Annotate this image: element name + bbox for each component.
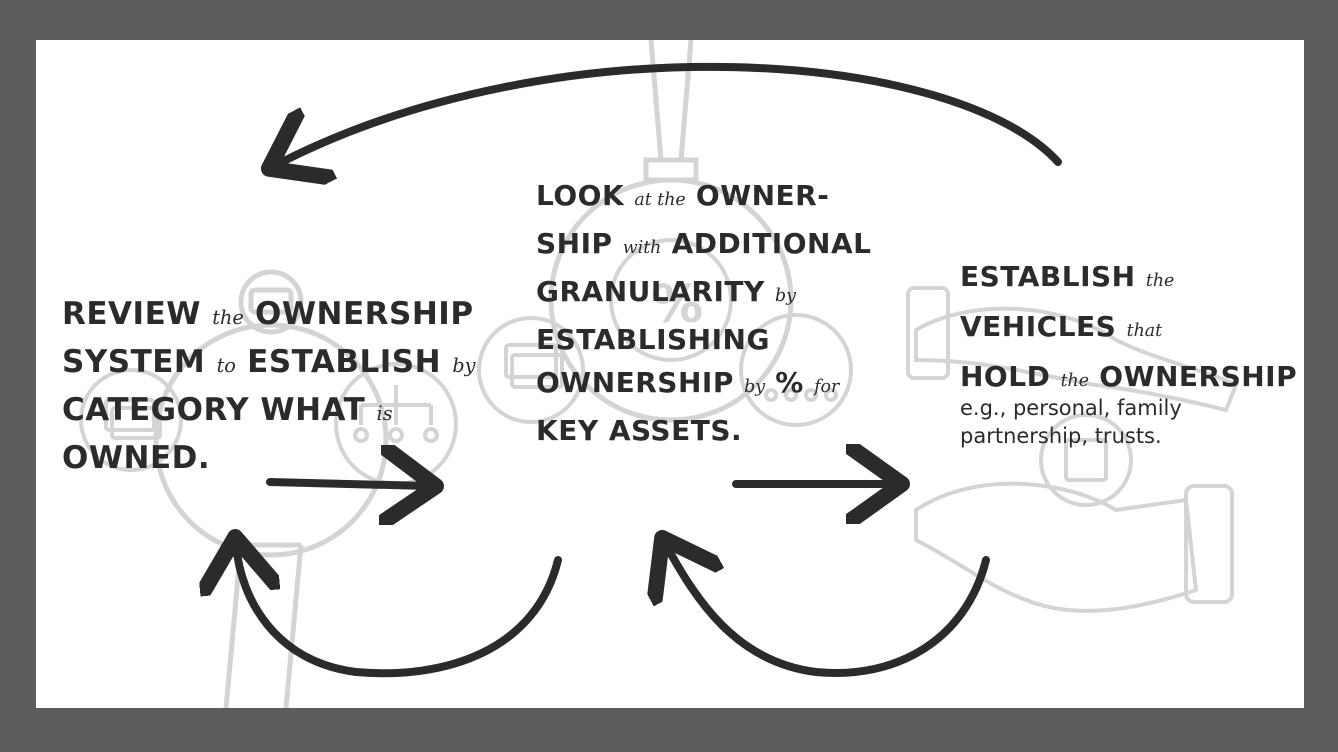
step-text-line: REVIEW the OWNERSHIP xyxy=(62,292,476,340)
step-word: SYSTEM xyxy=(62,344,217,380)
step-text-line: SYSTEM to ESTABLISH by xyxy=(62,340,476,388)
step-text-line: ESTABLISH the xyxy=(960,254,1297,304)
connector-word: to xyxy=(216,354,236,377)
step-word: OWNED. xyxy=(62,440,211,476)
connector-word: is xyxy=(376,402,393,425)
step-word: OWNER- xyxy=(685,179,830,212)
loop-arrow-step2 xyxy=(666,545,990,677)
sleeve-cuff-icon xyxy=(906,286,1234,604)
step-text-line: HOLD the OWNERSHIP xyxy=(960,354,1297,404)
dollar-bills-icon xyxy=(79,316,585,472)
note-line: partnership, trusts. xyxy=(960,424,1162,448)
connector-word: for xyxy=(814,377,840,397)
step-text-line: OWNED. xyxy=(62,436,476,480)
top-return-arrow xyxy=(276,62,1062,165)
step-text-line: LOOK at the OWNER- xyxy=(536,174,871,222)
people-group-icon: % xyxy=(609,238,733,362)
connector-word: by xyxy=(452,354,476,377)
connector-word: the xyxy=(212,306,244,329)
step-text-line: GRANULARITY by xyxy=(536,270,871,318)
step-word: % xyxy=(765,366,815,399)
connector-arrows xyxy=(36,62,1062,678)
vehicles-examples-note: e.g., personal, family partnership, trus… xyxy=(960,394,1182,450)
connector-word: the xyxy=(1060,371,1090,391)
connector-word: with xyxy=(622,238,662,258)
step-text-line: VEHICLES that xyxy=(960,304,1297,354)
connector-word: that xyxy=(1126,321,1163,341)
step-word: KEY ASSETS. xyxy=(536,414,743,447)
giving-hand-icon xyxy=(914,306,1239,613)
step-word: OWNERSHIP xyxy=(1089,360,1298,393)
step-text-line: OWNERSHIP by % for xyxy=(536,361,871,409)
svg-text:%: % xyxy=(651,275,703,335)
step-word: VEHICLES xyxy=(960,310,1127,343)
connector-word: by xyxy=(775,286,796,306)
step-text-line: KEY ASSETS. xyxy=(536,409,871,452)
connector-word: at the xyxy=(634,190,686,210)
loop-arrow-step1 xyxy=(236,545,562,678)
arrow-step1-to-step2 xyxy=(266,482,428,486)
step-word: OWNERSHIP xyxy=(243,296,474,332)
step-word: GRANULARITY xyxy=(536,275,775,308)
step-word: HOLD xyxy=(960,360,1061,393)
step-word: ESTABLISH xyxy=(960,260,1146,293)
step-word: LOOK xyxy=(536,179,635,212)
org-chart-icon xyxy=(334,313,853,486)
step-word: ADDITIONAL xyxy=(661,227,872,260)
note-line: e.g., personal, family xyxy=(960,396,1182,420)
connector-word: by xyxy=(744,377,766,397)
step-text-line: CATEGORY WHAT is xyxy=(62,388,476,436)
step-word: SHIP xyxy=(536,227,623,260)
background-sketch: % xyxy=(79,40,1239,708)
step-word: CATEGORY WHAT xyxy=(62,392,377,428)
step-text-line: ESTABLISHING xyxy=(536,318,871,361)
step-word: ESTABLISH xyxy=(235,344,453,380)
connector-word: the xyxy=(1145,271,1175,291)
step-word: OWNERSHIP xyxy=(536,366,745,399)
step-text-line: SHIP with ADDITIONAL xyxy=(536,222,871,270)
step-word: ESTABLISHING xyxy=(536,323,770,356)
step-word: REVIEW xyxy=(62,296,213,332)
